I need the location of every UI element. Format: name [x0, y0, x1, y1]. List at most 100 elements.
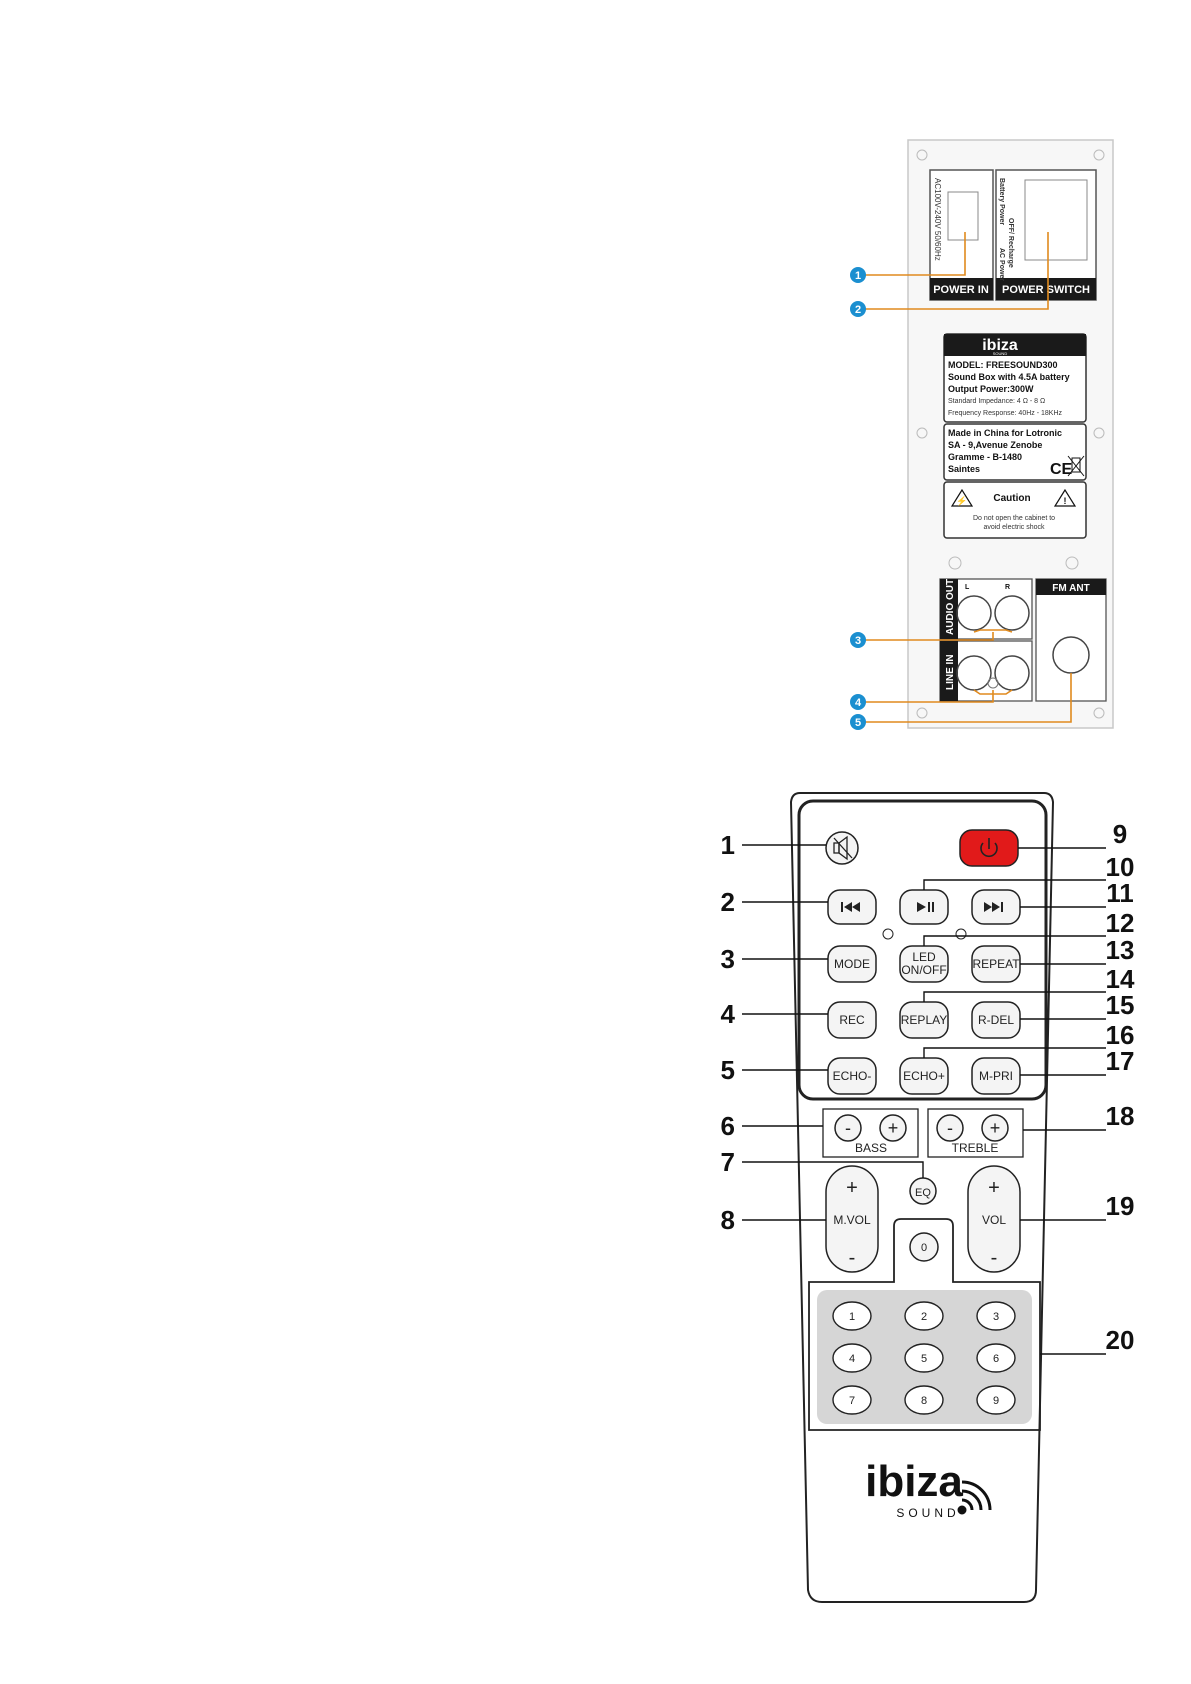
panel-callout-4: 4: [850, 694, 866, 710]
callout-badge: [850, 714, 866, 730]
audio-out-right-label: R: [1005, 584, 1010, 591]
mute-button[interactable]: [825, 831, 859, 865]
mvol-plus-label: +: [846, 1177, 858, 1199]
callout-badge: [850, 632, 866, 648]
echo-minus-button[interactable]: ECHO-: [827, 1057, 877, 1095]
screw: [948, 556, 962, 570]
next-track-button[interactable]: [971, 889, 1021, 925]
remote-callout-11: 11: [1106, 878, 1134, 908]
rec-button[interactable]: REC: [827, 1001, 877, 1039]
remote-callout-7: 7: [721, 1147, 735, 1177]
digit-1-button[interactable]: 1: [832, 1301, 872, 1331]
mvol-label: M.VOL: [833, 1213, 871, 1227]
freq-line: Frequency Response: 40Hz - 18KHz: [948, 410, 1062, 417]
treble-plus-label: +: [990, 1118, 1001, 1138]
digit-8-button[interactable]: 8: [904, 1385, 944, 1415]
repeat-label: REPEAT: [972, 957, 1020, 971]
rdel-button[interactable]: R-DEL: [971, 1001, 1021, 1039]
remote-callout-18: 18: [1106, 1101, 1135, 1131]
audio-out-right-jack: [994, 595, 1030, 631]
power-switch-label-bg: [996, 278, 1096, 300]
svg-text:⚡: ⚡: [956, 495, 967, 507]
digit-7-button[interactable]: 7: [832, 1385, 872, 1415]
eq-button[interactable]: EQ: [909, 1177, 937, 1205]
digit-2-button[interactable]: 2: [904, 1301, 944, 1331]
remote-callout-20: 20: [1106, 1325, 1135, 1355]
digit-9-button[interactable]: 9: [976, 1385, 1016, 1415]
led-onoff-button[interactable]: LED ON/OFF: [899, 945, 949, 983]
screw: [1093, 707, 1105, 719]
remote-leader-lines: [742, 844, 1106, 1355]
leader-3: [865, 632, 994, 641]
digit-1-label: 1: [849, 1311, 855, 1323]
signal-waves-icon: [957, 1480, 992, 1515]
switch-pos-battery: Battery Power: [998, 178, 1005, 225]
replay-button[interactable]: REPLAY: [899, 1001, 949, 1039]
digit-4-label: 4: [849, 1353, 855, 1365]
panel-callout-5: 5: [850, 714, 866, 730]
digit-0-button[interactable]: 0: [909, 1232, 939, 1262]
callout-badge: [850, 301, 866, 317]
mute-icon: [833, 835, 853, 861]
master-volume-rocker[interactable]: + M.VOL -: [825, 1165, 879, 1273]
digit-5-button[interactable]: 5: [904, 1343, 944, 1373]
callout-badge: [850, 694, 866, 710]
previous-track-button[interactable]: [827, 889, 877, 925]
digit-2-label: 2: [921, 1311, 927, 1323]
replay-label: REPLAY: [901, 1013, 947, 1027]
power-button[interactable]: [959, 829, 1019, 867]
remote-callout-10: 10: [1106, 852, 1135, 882]
desc-line: Sound Box with 4.5A battery: [948, 372, 1070, 382]
treble-minus-label: -: [947, 1118, 953, 1138]
bass-minus-button[interactable]: -: [834, 1114, 862, 1142]
made-in-label: [943, 423, 1087, 481]
mode-button[interactable]: MODE: [827, 945, 877, 983]
treble-minus-button[interactable]: -: [936, 1114, 964, 1142]
panel-leader-lines: [865, 232, 1072, 723]
echo-plus-button[interactable]: ECHO+: [899, 1057, 949, 1095]
audio-out-left-jack: [956, 595, 992, 631]
vol-label: VOL: [982, 1213, 1006, 1227]
keypad-panel: [808, 1218, 1041, 1431]
play-pause-button[interactable]: [899, 889, 949, 925]
caution-line-1: Do not open the cabinet to: [973, 515, 1055, 522]
callout-number: 4: [855, 697, 862, 709]
digit-6-button[interactable]: 6: [976, 1343, 1016, 1373]
leader-r12: [923, 935, 1106, 946]
remote-callout-14: 14: [1106, 964, 1135, 994]
digit-8-label: 8: [921, 1395, 927, 1407]
treble-plus-button[interactable]: +: [981, 1114, 1009, 1142]
remote-callout-17: 17: [1106, 1046, 1135, 1076]
repeat-button[interactable]: REPEAT: [971, 945, 1021, 983]
panel-callout-3: 3: [850, 632, 866, 648]
digit-3-label: 3: [993, 1311, 999, 1323]
remote-control: MODE LED ON/OFF REPEAT REC REPLAY R-DEL …: [721, 792, 1135, 1603]
made-in-line-3: Gramme - B-1480: [948, 452, 1022, 462]
digit-0-label: 0: [921, 1242, 927, 1254]
ir-sensor-left: [882, 928, 894, 940]
leader-4b: [973, 689, 1013, 695]
next-track-icon: [984, 902, 1003, 912]
mode-label: MODE: [834, 957, 870, 971]
echo-plus-label: ECHO+: [903, 1069, 945, 1083]
digit-6-label: 6: [993, 1353, 999, 1365]
remote-callout-13: 13: [1106, 935, 1135, 965]
remote-brand-logo: ibiza: [865, 1457, 963, 1506]
screw: [916, 707, 928, 719]
spec-brand-logo: ibiza: [982, 337, 1018, 354]
leader-5: [865, 673, 1072, 723]
digit-3-button[interactable]: 3: [976, 1301, 1016, 1331]
remote-callout-12: 12: [1106, 908, 1135, 938]
made-in-line-1: Made in China for Lotronic: [948, 428, 1062, 438]
remote-brand-sub: SOUND: [896, 1506, 959, 1520]
spec-logo-bg: [944, 334, 1086, 356]
remote-callout-6: 6: [721, 1111, 735, 1141]
leader-r14: [923, 991, 1106, 1002]
fm-ant-label: FM ANT: [1052, 583, 1089, 594]
volume-rocker[interactable]: + VOL -: [967, 1165, 1021, 1273]
bass-plus-button[interactable]: +: [879, 1114, 907, 1142]
digit-4-button[interactable]: 4: [832, 1343, 872, 1373]
vol-plus-label: +: [988, 1177, 1000, 1199]
mpri-button[interactable]: M-PRI: [971, 1057, 1021, 1095]
